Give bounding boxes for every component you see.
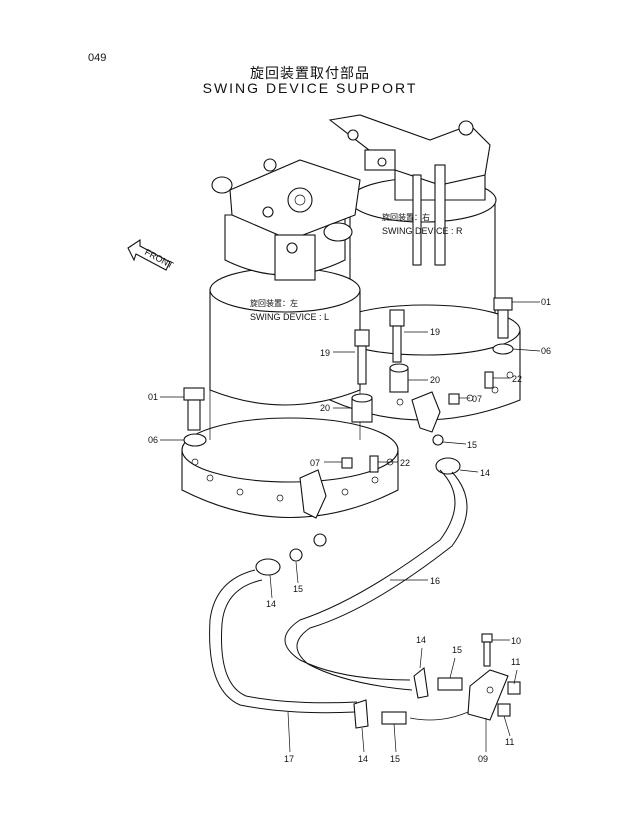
bolt-01-right	[492, 297, 514, 355]
adapter-15-right	[437, 677, 463, 691]
callout-11-upper: 11	[511, 657, 520, 667]
callout-07-lower: 07	[310, 458, 320, 468]
block-09	[467, 669, 509, 721]
hose-16	[284, 469, 468, 691]
callout-14-upper: 14	[480, 468, 490, 478]
front-arrow-icon: FRONT	[127, 238, 176, 271]
swing-device-right	[328, 114, 521, 421]
bolt-10	[481, 633, 493, 667]
callout-20-lower: 20	[320, 403, 330, 413]
callout-19-lower: 19	[320, 348, 330, 358]
callout-06-left: 06	[148, 435, 158, 445]
spacer-20-upper	[389, 363, 409, 393]
plug-11-lower	[497, 703, 511, 717]
callout-09: 09	[478, 754, 488, 764]
leader-lines	[160, 301, 541, 753]
device-left-jp: 旋回装置：左	[250, 298, 298, 308]
device-left-en: SWING DEVICE : L	[250, 312, 329, 322]
clamp-14-right	[413, 666, 429, 699]
callout-17: 17	[284, 754, 294, 764]
plug-11-upper	[507, 681, 521, 695]
callout-07-upper: 07	[472, 394, 482, 404]
callout-22-upper: 22	[512, 374, 522, 384]
bolt-19-upper	[389, 309, 405, 363]
callout-01-left: 01	[148, 392, 158, 402]
device-right-jp: 旋回装置：右	[382, 212, 430, 222]
plug-07-lower	[341, 457, 353, 469]
callout-15-upper: 15	[467, 440, 477, 450]
clamp-14-bottom	[353, 699, 369, 729]
bolt-01-left	[183, 387, 207, 447]
swing-device-left	[181, 158, 399, 519]
bolt-19-lower	[354, 329, 370, 385]
callout-15-bottom: 15	[390, 754, 400, 764]
callout-14-bottom: 14	[358, 754, 368, 764]
callout-10: 10	[511, 636, 521, 646]
callout-11-lower: 11	[505, 737, 514, 747]
callout-16: 16	[430, 576, 440, 586]
hose-17	[209, 569, 358, 714]
callout-20-upper: 20	[430, 375, 440, 385]
plug-07-upper	[448, 393, 460, 405]
callout-15-right: 15	[452, 645, 462, 655]
device-right-en: SWING DEVICE : R	[382, 226, 463, 236]
pin-22-lower	[369, 455, 379, 473]
drain-fitting-lower	[255, 469, 327, 576]
callout-15-left: 15	[293, 584, 303, 594]
title-english: SWING DEVICE SUPPORT	[202, 80, 418, 96]
callout-19-upper: 19	[430, 327, 440, 337]
drain-fitting-upper	[411, 391, 461, 475]
callout-06-right: 06	[541, 346, 551, 356]
page-number: 049	[88, 52, 107, 64]
callout-01-right: 01	[541, 297, 551, 307]
pin-22-upper	[484, 371, 494, 389]
spacer-20-lower	[351, 393, 373, 423]
adapter-15-bottom	[381, 711, 407, 725]
callout-14-left: 14	[266, 599, 276, 609]
callout-14-right: 14	[416, 635, 426, 645]
title-japanese: 旋回装置取付部品	[250, 66, 370, 82]
callout-22-lower: 22	[400, 458, 410, 468]
